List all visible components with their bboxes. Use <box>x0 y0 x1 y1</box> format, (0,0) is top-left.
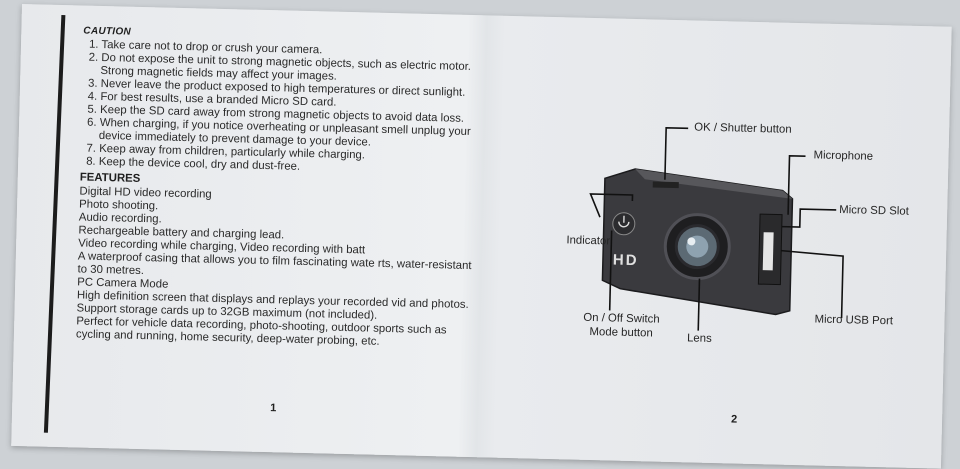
camera-diagram: HD <box>589 126 844 331</box>
leader-lines <box>589 126 844 331</box>
camera-illustration <box>601 168 794 316</box>
label-lens: Lens <box>686 332 712 345</box>
label-micro-sd: Micro SD Slot <box>839 204 909 218</box>
label-on-off: On / Off Switch Mode button <box>575 312 668 340</box>
leader-indicator <box>589 193 634 218</box>
leader-on-off <box>608 230 613 311</box>
label-indicator: Indicator <box>566 234 611 248</box>
leader-lens <box>697 278 701 331</box>
caution-list: 1. Take care not to drop or crush your c… <box>80 39 483 179</box>
label-microphone: Microphone <box>813 149 874 163</box>
right-page: HD OK / Shutter button Microphone Micro … <box>476 15 952 468</box>
label-micro-usb: Micro USB Port <box>814 313 894 328</box>
left-page-text: CAUTION 1. Take care not to drop or crus… <box>76 26 484 352</box>
page-number-left: 1 <box>270 402 277 415</box>
leader-micro-sd <box>781 208 837 228</box>
leader-micro-usb <box>781 249 844 319</box>
leader-microphone <box>787 154 806 215</box>
leader-ok-shutter <box>664 126 689 180</box>
camera-hd-badge: HD <box>613 252 639 270</box>
left-page: CAUTION 1. Take care not to drop or crus… <box>51 5 492 457</box>
page-number-right: 2 <box>730 413 738 426</box>
label-ok-shutter: OK / Shutter button <box>694 121 792 136</box>
label-on-off-line1: On / Off Switch <box>583 311 660 326</box>
label-on-off-line2: Mode button <box>589 325 653 340</box>
features-list: Digital HD video recording Photo shootin… <box>76 185 480 351</box>
manual-spread: CAUTION 1. Take care not to drop or crus… <box>11 4 952 469</box>
